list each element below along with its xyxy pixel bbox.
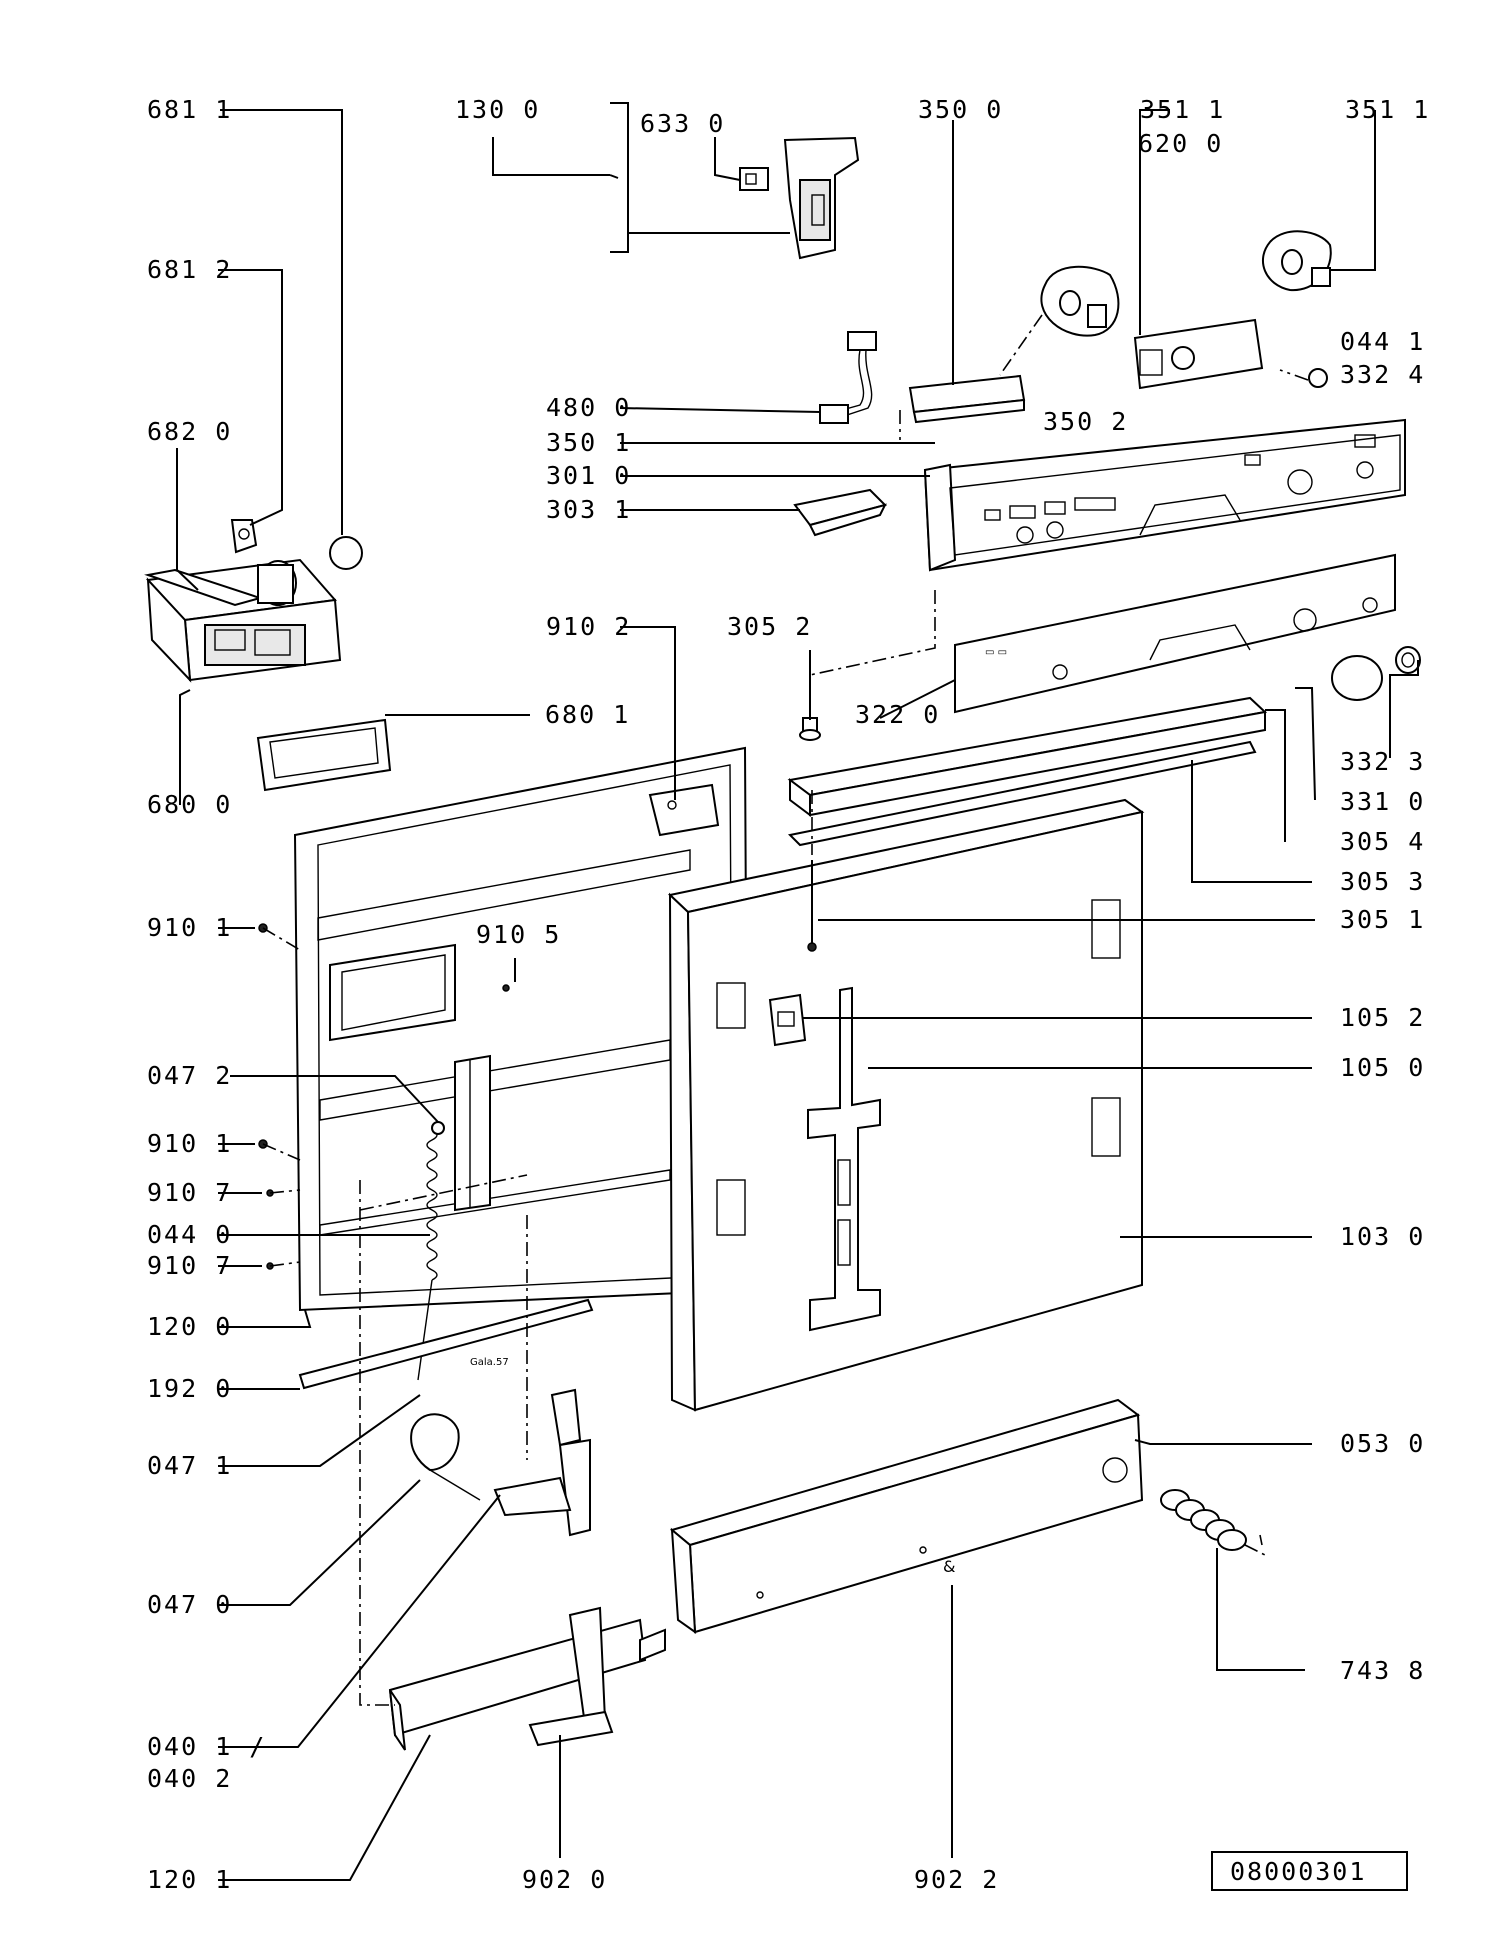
support-bracket [528, 1606, 614, 1747]
hinge-lever [410, 1413, 481, 1501]
label-130-0: 130 0 [455, 95, 540, 124]
label-633-0: 633 0 [640, 109, 725, 138]
label-301-0: 301 0 [546, 461, 631, 490]
hinge-strip: Gala.57 [298, 1298, 594, 1390]
label-040-1: 040 1 / [147, 1732, 266, 1761]
label-105-0: 105 0 [1340, 1053, 1425, 1082]
label-044-0: 044 0 [147, 1220, 232, 1249]
label-120-1: 120 1 [147, 1865, 232, 1894]
label-332-3: 332 3 [1340, 747, 1425, 776]
label-910-7b: 910 7 [147, 1251, 232, 1280]
label-351-1a: 351 1 [1140, 95, 1225, 124]
clip-part [230, 519, 258, 554]
cap-part [329, 536, 363, 570]
dispenser-assembly [144, 558, 342, 683]
bracket-tab [639, 1628, 666, 1662]
label-305-1: 305 1 [1340, 905, 1425, 934]
gasket-part [256, 718, 392, 792]
svg-text:&: & [943, 1557, 955, 1576]
label-682-0: 682 0 [147, 417, 232, 446]
top-rail-upper [787, 696, 1268, 817]
coil-spring [1160, 1489, 1247, 1551]
label-044-1: 044 1 [1340, 327, 1425, 356]
top-rail-lower [787, 740, 1257, 847]
label-103-0: 103 0 [1340, 1222, 1425, 1251]
door-lock-assembly [783, 136, 860, 260]
label-910-1a: 910 1 [147, 913, 232, 942]
svg-text:Gala.57: Gala.57 [470, 1357, 509, 1368]
label-480-0: 480 0 [546, 393, 631, 422]
part-labels: 681 1 681 2 682 0 680 0 680 1 130 0 633 … [147, 95, 1430, 1894]
label-047-1: 047 1 [147, 1451, 232, 1480]
label-350-0: 350 0 [918, 95, 1003, 124]
label-910-2: 910 2 [546, 612, 631, 641]
knob-small [1308, 368, 1328, 388]
door-spring [417, 1121, 445, 1381]
label-910-5: 910 5 [476, 920, 561, 949]
switch-part [739, 167, 769, 191]
wire-harness [819, 331, 877, 424]
label-305-3: 305 3 [1340, 867, 1425, 896]
label-047-0: 047 0 [147, 1590, 232, 1619]
program-knob [1331, 655, 1383, 701]
diagram-code-box: 08000301 [1211, 1851, 1408, 1891]
hinge-bracket [648, 783, 720, 837]
svg-text:▭ ▭: ▭ ▭ [985, 647, 1007, 658]
panel-overlay: ▭ ▭ [954, 553, 1396, 714]
latch-plate [807, 986, 881, 1332]
circuit-board [1133, 318, 1264, 390]
label-192-0: 192 0 [147, 1374, 232, 1403]
knob-insert [1395, 646, 1421, 674]
outer-door-panel [667, 798, 1145, 1412]
label-620-0: 620 0 [1138, 129, 1223, 158]
label-053-0: 053 0 [1340, 1429, 1425, 1458]
label-305-4: 305 4 [1340, 827, 1425, 856]
label-902-2: 902 2 [914, 1865, 999, 1894]
hinge-bracket-lower [493, 1388, 591, 1537]
label-350-1: 350 1 [546, 428, 631, 457]
label-322-0: 322 0 [855, 700, 940, 729]
diagram-code: 08000301 [1230, 1857, 1366, 1886]
label-332-4: 332 4 [1340, 360, 1425, 389]
inner-door-frame [293, 746, 750, 1312]
label-040-2: 040 2 [147, 1764, 232, 1793]
bottom-rail [669, 1398, 1144, 1635]
label-680-0: 680 0 [147, 790, 232, 819]
label-120-0: 120 0 [147, 1312, 232, 1341]
vertical-channel [454, 1054, 491, 1212]
label-681-1: 681 1 [147, 95, 232, 124]
post-part [799, 717, 821, 741]
label-743-8: 743 8 [1340, 1656, 1425, 1685]
control-module [908, 374, 1026, 424]
latch-clip [768, 993, 807, 1047]
label-331-0: 331 0 [1340, 787, 1425, 816]
label-350-2: 350 2 [1043, 407, 1128, 436]
long-screw [807, 860, 817, 952]
label-910-1b: 910 1 [147, 1129, 232, 1158]
handle-part [793, 488, 887, 537]
label-680-1: 680 1 [545, 700, 630, 729]
label-047-2: 047 2 [147, 1061, 232, 1090]
label-303-1: 303 1 [546, 495, 631, 524]
label-681-2: 681 2 [147, 255, 232, 284]
label-351-1b: 351 1 [1345, 95, 1430, 124]
label-902-0: 902 0 [522, 1865, 607, 1894]
control-panel [923, 418, 1406, 572]
label-910-7a: 910 7 [147, 1178, 232, 1207]
leader-lines [176, 102, 1419, 1881]
label-305-2: 305 2 [727, 612, 812, 641]
label-105-2: 105 2 [1340, 1003, 1425, 1032]
screw-910-5 [502, 984, 510, 992]
